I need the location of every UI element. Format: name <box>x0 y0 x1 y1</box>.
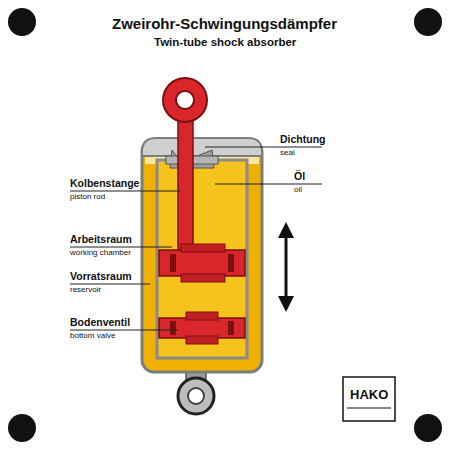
leader-lines <box>70 147 322 330</box>
part-label: Bodenventil <box>70 317 130 329</box>
piston-valve <box>170 254 176 272</box>
logo-rule <box>347 408 391 409</box>
valve-plate <box>186 336 218 344</box>
bottom-eye-hole <box>188 388 204 404</box>
part-label: Kolbenstange <box>70 178 139 190</box>
logo-box <box>343 377 395 421</box>
top-eye <box>163 78 207 122</box>
part-label-en: piston rod <box>70 193 105 202</box>
piston-plate <box>181 244 225 252</box>
part-label: Vorratsraum <box>70 271 132 283</box>
piston-rod <box>178 112 193 257</box>
part-label: Öl <box>294 171 305 183</box>
corner-dot <box>414 8 442 36</box>
part-label: Arbeitsraum <box>70 234 132 246</box>
bottom-valve <box>159 318 245 338</box>
valve-plate <box>186 312 218 320</box>
subtitle: Twin-tube shock absorber <box>154 36 296 49</box>
valve-port <box>228 321 234 335</box>
motion-arrow <box>278 222 294 312</box>
corner-dot <box>414 414 442 442</box>
part-label-en: bottom valve <box>70 332 115 341</box>
part-label-en: oil <box>294 186 302 195</box>
bottom-eye <box>178 378 214 414</box>
inner-tube <box>157 160 247 358</box>
piston-valve <box>228 254 234 272</box>
piston <box>159 250 245 276</box>
title: Zweirohr-Schwingungsdämpfer <box>112 16 337 33</box>
piston-plate <box>181 274 225 282</box>
part-label-en: reservoir <box>70 286 101 295</box>
outer-tube <box>142 140 262 372</box>
corner-dot <box>8 414 36 442</box>
top-eye-hole <box>176 91 194 109</box>
part-label-en: working chamber <box>70 249 131 258</box>
valve-port <box>170 321 176 335</box>
part-label-en: seal <box>280 149 295 158</box>
part-label: Dichtung <box>280 134 326 146</box>
logo-text: HAKO <box>350 388 388 402</box>
corner-dot <box>8 8 36 36</box>
